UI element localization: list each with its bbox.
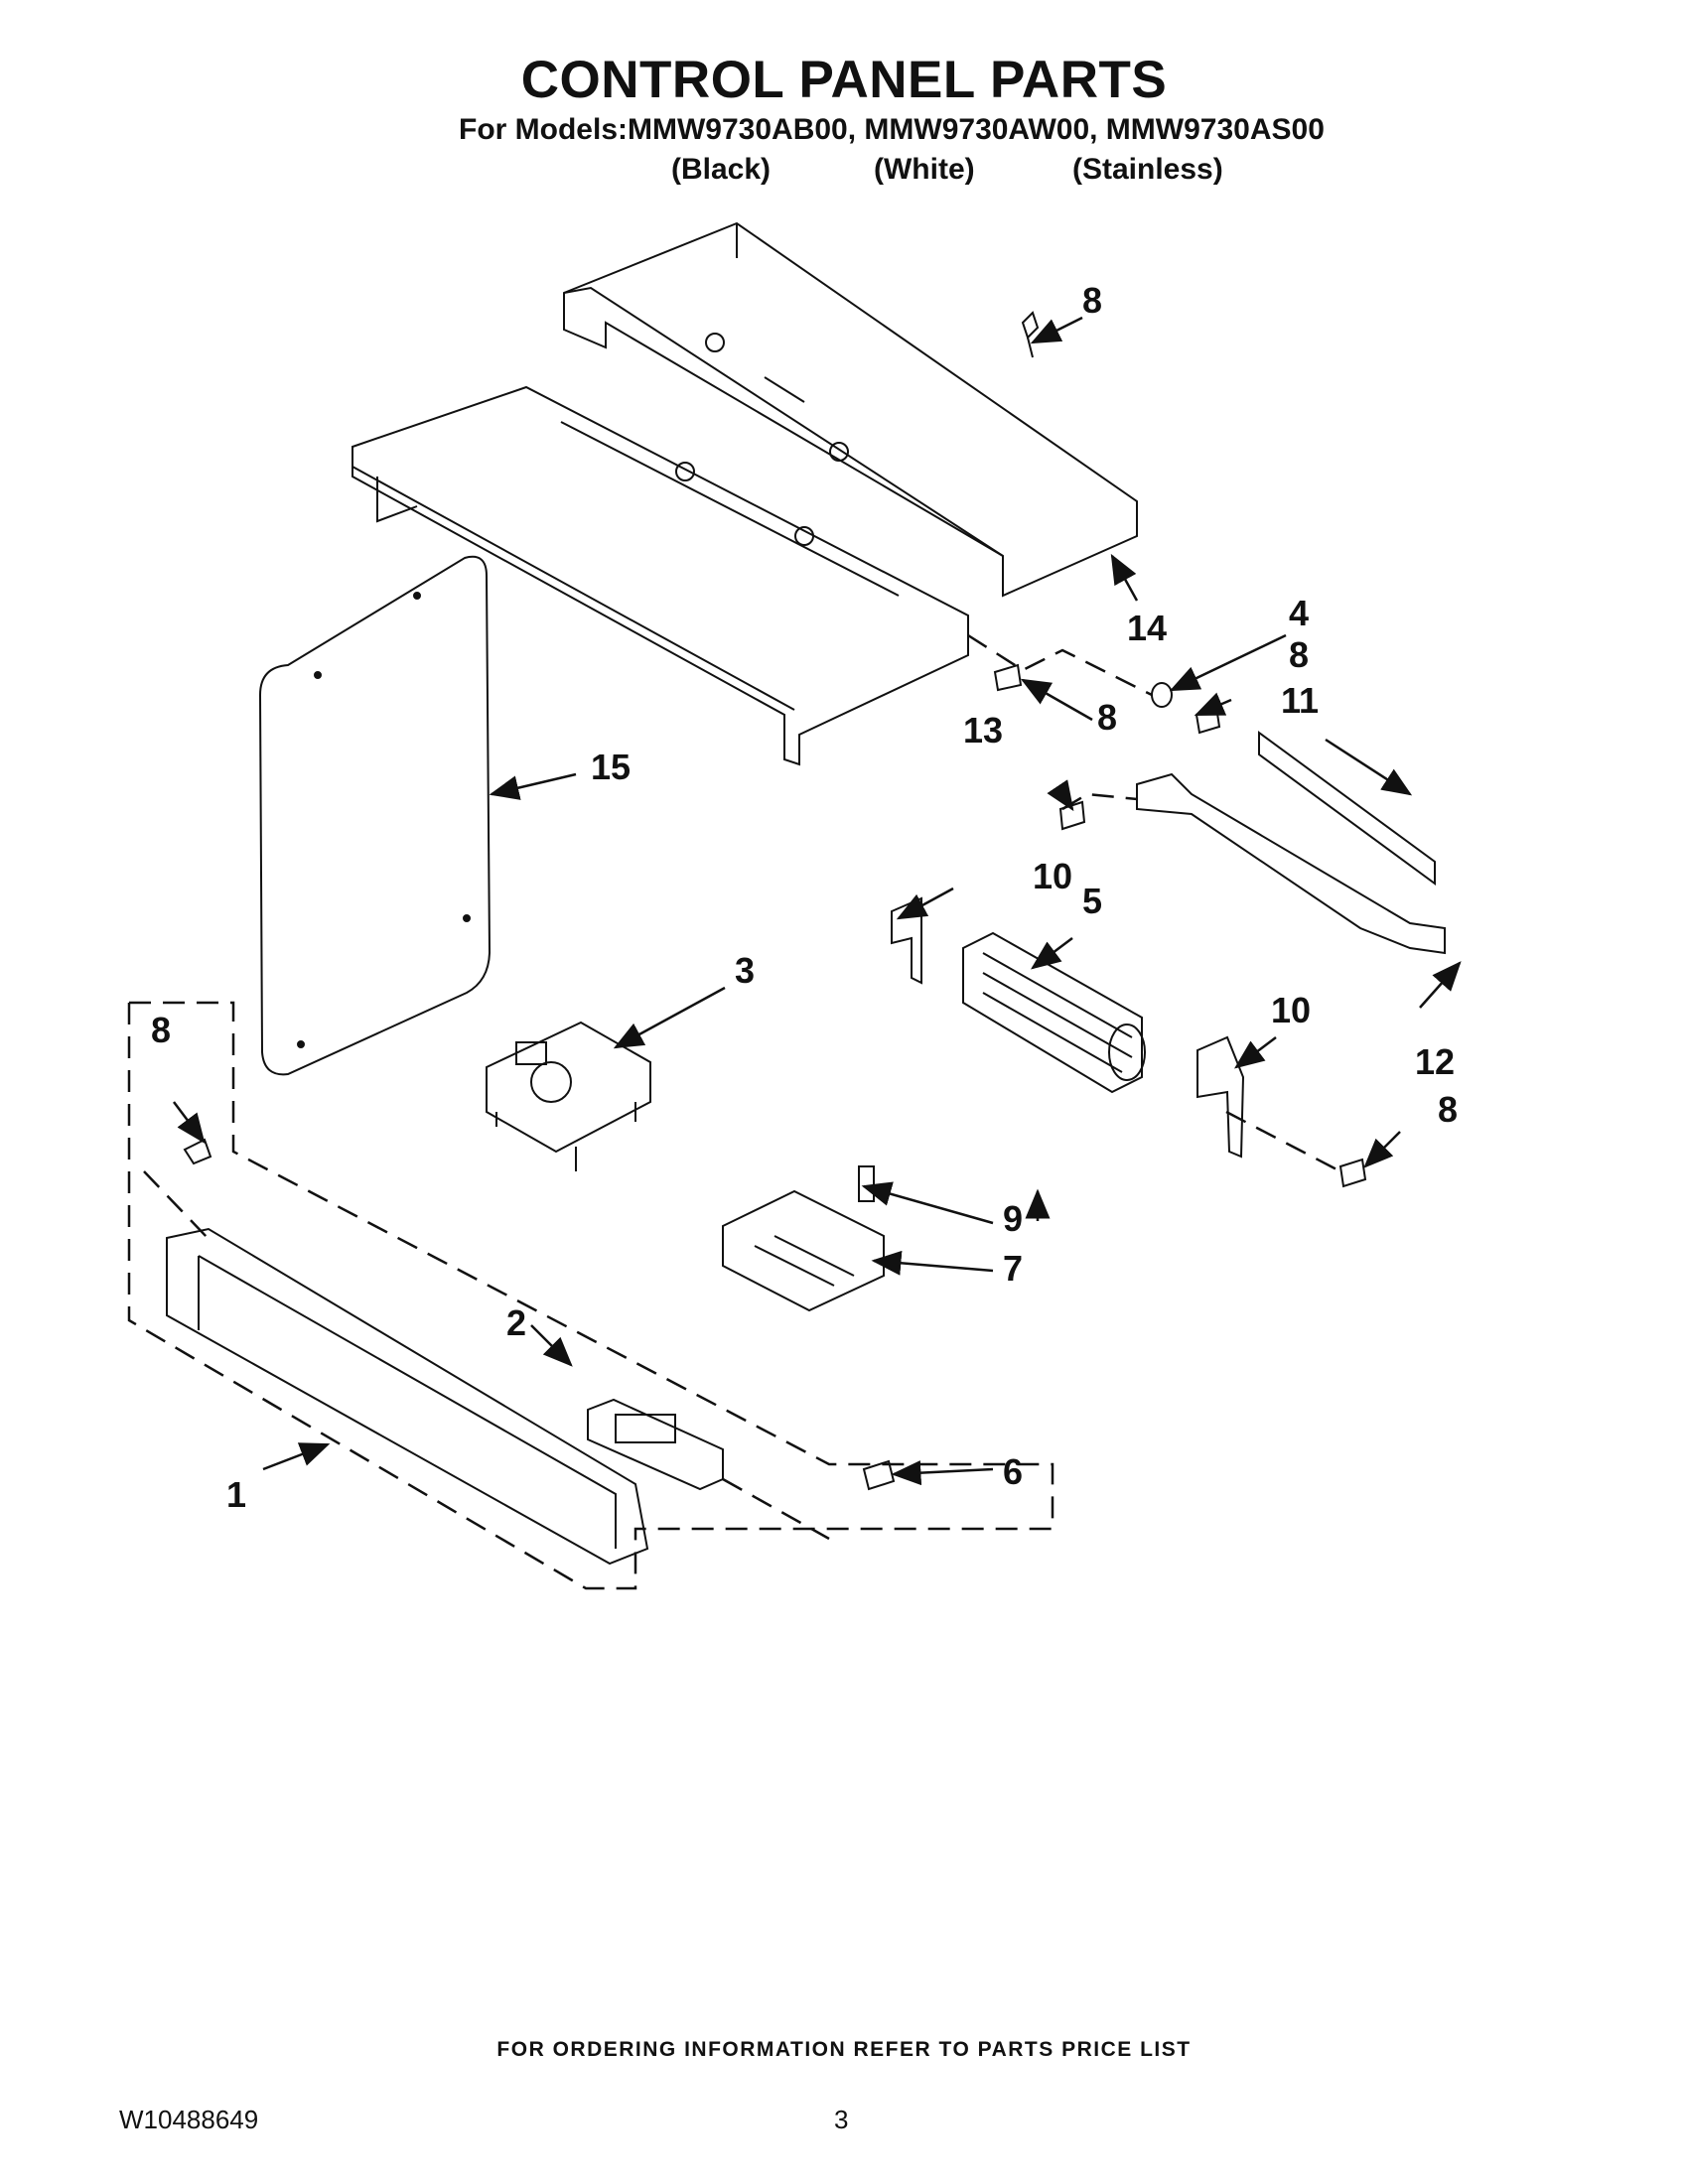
callout-7: 7 <box>1003 1248 1023 1289</box>
part-8-screw-center <box>993 663 1023 692</box>
part-11-strip <box>1258 731 1436 886</box>
callout-6: 6 <box>1003 1451 1023 1492</box>
models-line: For Models:MMW9730AB00, MMW9730AW00, MMW… <box>459 113 1325 146</box>
ordering-note: FOR ORDERING INFORMATION REFER TO PARTS … <box>496 2038 1192 2061</box>
finish-black: (Black) <box>671 153 772 186</box>
callout-8-top: 8 <box>1082 280 1102 321</box>
callout-12: 12 <box>1415 1041 1455 1082</box>
part-15-panel <box>258 555 492 1076</box>
part-13-control-housing-front <box>352 385 969 766</box>
callout-8-right: 8 <box>1289 634 1309 675</box>
part-8-screw-left <box>183 1138 212 1165</box>
callout-2: 2 <box>506 1302 526 1343</box>
callout-8-left: 8 <box>151 1010 171 1050</box>
part-2-control-board <box>587 1398 724 1491</box>
part-1-console-panel <box>166 1227 649 1566</box>
document-number: W10488649 <box>119 2105 259 2134</box>
callout-8-center: 8 <box>1097 697 1117 738</box>
callout-5: 5 <box>1082 881 1102 921</box>
callout-arrows <box>173 316 1462 1486</box>
finish-white: (White) <box>874 153 975 186</box>
part-5-blower <box>962 931 1146 1094</box>
callout-11: 11 <box>1281 680 1319 721</box>
page-number: 3 <box>834 2105 849 2134</box>
callout-3: 3 <box>735 950 755 991</box>
callout-1: 1 <box>226 1474 246 1515</box>
part-8-screw-lower <box>1338 1158 1367 1188</box>
callout-9: 9 <box>1003 1198 1023 1239</box>
page-title: CONTROL PANEL PARTS <box>520 51 1168 109</box>
part-9-screw <box>858 1165 875 1202</box>
part-4-washer <box>1151 682 1173 708</box>
callout-14: 14 <box>1127 608 1167 648</box>
callout-15: 15 <box>591 747 631 787</box>
callout-13: 13 <box>963 710 1003 751</box>
callout-4: 4 <box>1289 593 1309 633</box>
callout-10-upper: 10 <box>1033 856 1072 896</box>
part-10-bracket-lower <box>1196 1035 1245 1159</box>
part-8-screw-bracket <box>1058 800 1086 831</box>
part-3-power-board <box>486 1021 651 1171</box>
callout-8-lower: 8 <box>1438 1089 1458 1130</box>
part-8-screw-top <box>1021 311 1040 358</box>
part-7-relay-board <box>722 1189 885 1312</box>
part-12-bracket <box>1136 772 1446 955</box>
part-14-control-housing-rear <box>563 221 1138 598</box>
finish-stainless: (Stainless) <box>1072 153 1223 186</box>
callout-10-lower: 10 <box>1271 990 1311 1030</box>
part-10-bracket-upper <box>891 896 922 985</box>
